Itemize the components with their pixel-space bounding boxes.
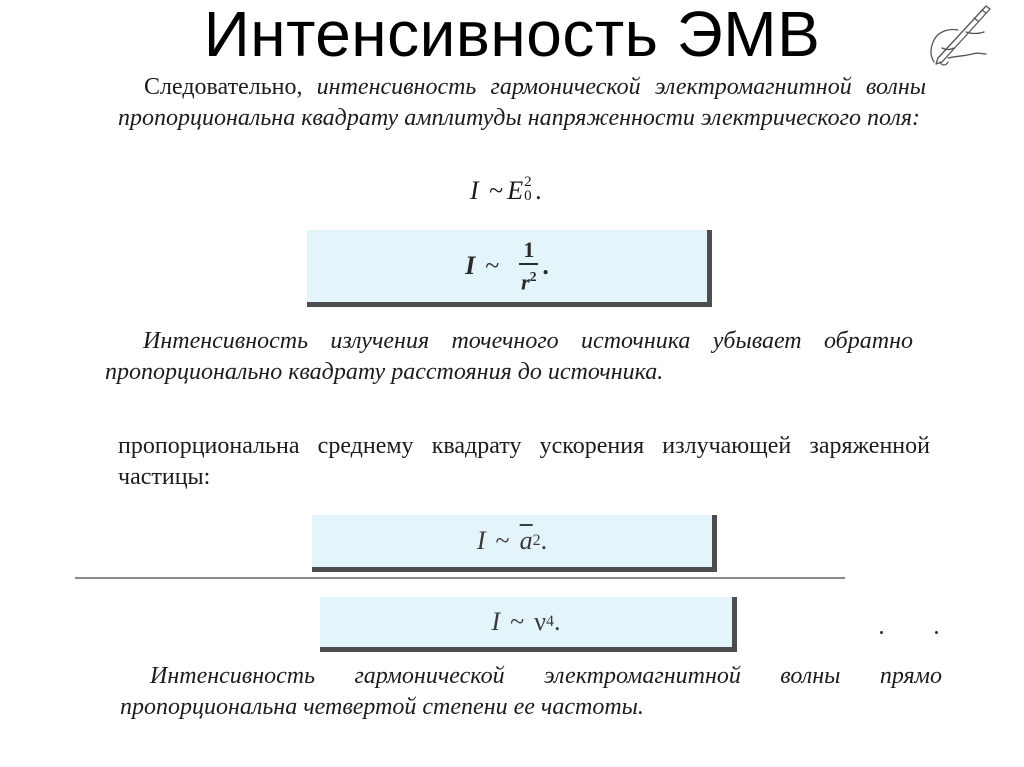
formula-sub: 0 <box>524 188 532 204</box>
paragraph-acceleration: пропорциональна среднему квадрату ускоре… <box>118 433 930 490</box>
formula-end: . <box>540 526 548 555</box>
formula-lhs: I <box>476 526 486 555</box>
pen-hand-icon <box>930 5 991 66</box>
fraction-denominator: r2 <box>521 265 537 294</box>
stray-dot <box>880 631 883 634</box>
den-base: r <box>521 269 530 295</box>
formula-box-inverse-square: I ~ 1 r2 . <box>307 230 712 307</box>
formula-end: . <box>554 607 561 636</box>
paragraph-frequency: Интенсивность гармонической электромагни… <box>120 663 942 720</box>
formula-end: . <box>542 251 549 280</box>
formula-base: E <box>507 176 524 205</box>
paragraph-point-source: Интенсивность излучения точечного источн… <box>105 328 913 385</box>
fraction: 1 r2 <box>519 237 539 294</box>
formula-lhs: I <box>491 607 501 636</box>
paragraph-lead: Следовательно, <box>144 74 317 100</box>
formula-rel: ~ <box>510 607 525 636</box>
formula-rel: ~ <box>485 251 500 280</box>
paragraph-field-intensity: Следовательно, интенсивность гармоническ… <box>118 72 926 134</box>
formula-rel: ~ <box>489 176 504 205</box>
formula-lhs: I <box>470 176 479 205</box>
formula-rel: ~ <box>495 526 510 555</box>
formula-sup: 4 <box>546 613 554 630</box>
paragraph-italic: интенсивность гармонической электромагни… <box>118 74 926 131</box>
fraction-numerator: 1 <box>519 237 539 265</box>
formula-sup: 2 <box>524 174 532 190</box>
divider-line <box>75 577 845 579</box>
formula-end: . <box>535 176 542 205</box>
formula-sup: 2 <box>532 532 541 549</box>
den-sup: 2 <box>529 269 537 285</box>
slide-title: Интенсивность ЭМВ <box>203 0 821 70</box>
formula-lhs: I <box>465 251 476 280</box>
formula-base: a <box>519 526 533 555</box>
stray-dot <box>935 631 938 634</box>
formula-base: ν <box>534 607 546 636</box>
